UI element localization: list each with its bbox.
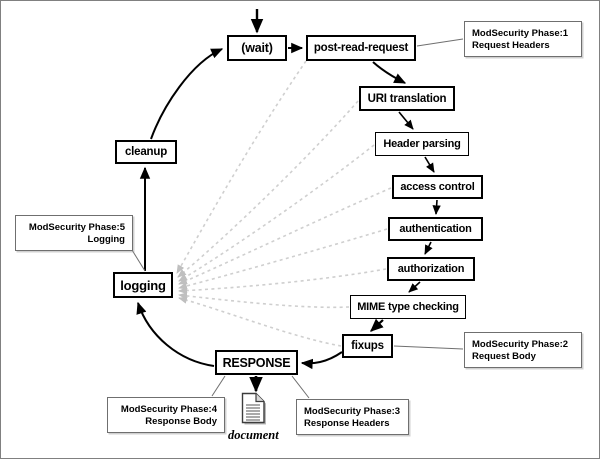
- note-phase-5-line-1: ModSecurity Phase:5: [28, 222, 125, 233]
- edge-response-to-logging: [136, 301, 215, 367]
- note-phase-4-line-2: Response Body: [145, 416, 217, 427]
- edge-uri-translation-to-header-parsing: [398, 111, 414, 130]
- document-icon: [238, 392, 274, 428]
- node-response[interactable]: RESPONSE: [215, 350, 298, 375]
- node-wait[interactable]: (wait): [227, 35, 287, 61]
- node-header-parsing[interactable]: Header parsing: [375, 132, 469, 156]
- leader-phase5: [131, 249, 146, 272]
- edge-authorization-to-mime-type-checking: [408, 281, 421, 293]
- note-phase-3-line-2: Response Headers: [304, 418, 390, 429]
- edge-cleanup-to-wait: [150, 48, 224, 140]
- node-logging[interactable]: logging: [113, 272, 173, 298]
- edge-access-control-to-authentication: [432, 199, 441, 215]
- note-modsecurity-phase-2: ModSecurity Phase:2 Request Body: [464, 332, 582, 368]
- edge-dashed-authorization-to-logging: [178, 268, 387, 295]
- edge-dashed-uri-translation-to-logging: [177, 100, 359, 278]
- leader-phase4: [211, 375, 226, 397]
- edge-dashed-post-read-request-to-logging: [176, 60, 307, 274]
- note-modsecurity-phase-3: ModSecurity Phase:3 Response Headers: [296, 399, 409, 435]
- node-authentication[interactable]: authentication: [388, 217, 483, 241]
- node-fixups[interactable]: fixups: [342, 334, 393, 358]
- edge-mime-type-checking-to-fixups: [370, 318, 384, 332]
- note-modsecurity-phase-5: ModSecurity Phase:5 Logging: [15, 215, 133, 251]
- note-phase-3-line-1: ModSecurity Phase:3: [304, 406, 401, 417]
- edge-post-read-request-to-uri-translation: [372, 61, 407, 84]
- leader-phase2: [393, 345, 464, 350]
- node-access-control[interactable]: access control: [392, 175, 483, 199]
- note-phase-2-line-2: Request Body: [472, 351, 536, 362]
- node-cleanup[interactable]: cleanup: [115, 140, 177, 164]
- edge-dashed-header-parsing-to-logging: [178, 144, 375, 282]
- note-modsecurity-phase-1: ModSecurity Phase:1 Request Headers: [464, 21, 582, 57]
- note-modsecurity-phase-4: ModSecurity Phase:4 Response Body: [107, 397, 225, 433]
- note-phase-5-line-2: Logging: [87, 234, 125, 245]
- note-phase-4-line-1: ModSecurity Phase:4: [120, 404, 217, 415]
- edge-fixups-to-response: [300, 351, 343, 370]
- node-mime-type-checking[interactable]: MIME type checking: [350, 295, 466, 319]
- edge-header-parsing-to-access-control: [424, 156, 435, 173]
- document-label: document: [228, 428, 279, 442]
- edge-dashed-access-control-to-logging: [178, 187, 392, 285]
- edge-authentication-to-authorization: [424, 241, 433, 255]
- leader-phase1: [416, 38, 464, 47]
- note-phase-1-line-2: Request Headers: [472, 40, 550, 51]
- note-phase-1-line-1: ModSecurity Phase:1: [472, 28, 569, 39]
- node-post-read-request[interactable]: post-read-request: [306, 35, 416, 61]
- node-uri-translation[interactable]: URI translation: [359, 86, 455, 111]
- node-authorization[interactable]: authorization: [387, 257, 475, 281]
- edge-dashed-authentication-to-logging: [178, 228, 388, 290]
- leader-phase3: [291, 375, 310, 399]
- note-phase-2-line-1: ModSecurity Phase:2: [472, 339, 569, 350]
- edge-dashed-fixups-to-logging: [178, 296, 342, 347]
